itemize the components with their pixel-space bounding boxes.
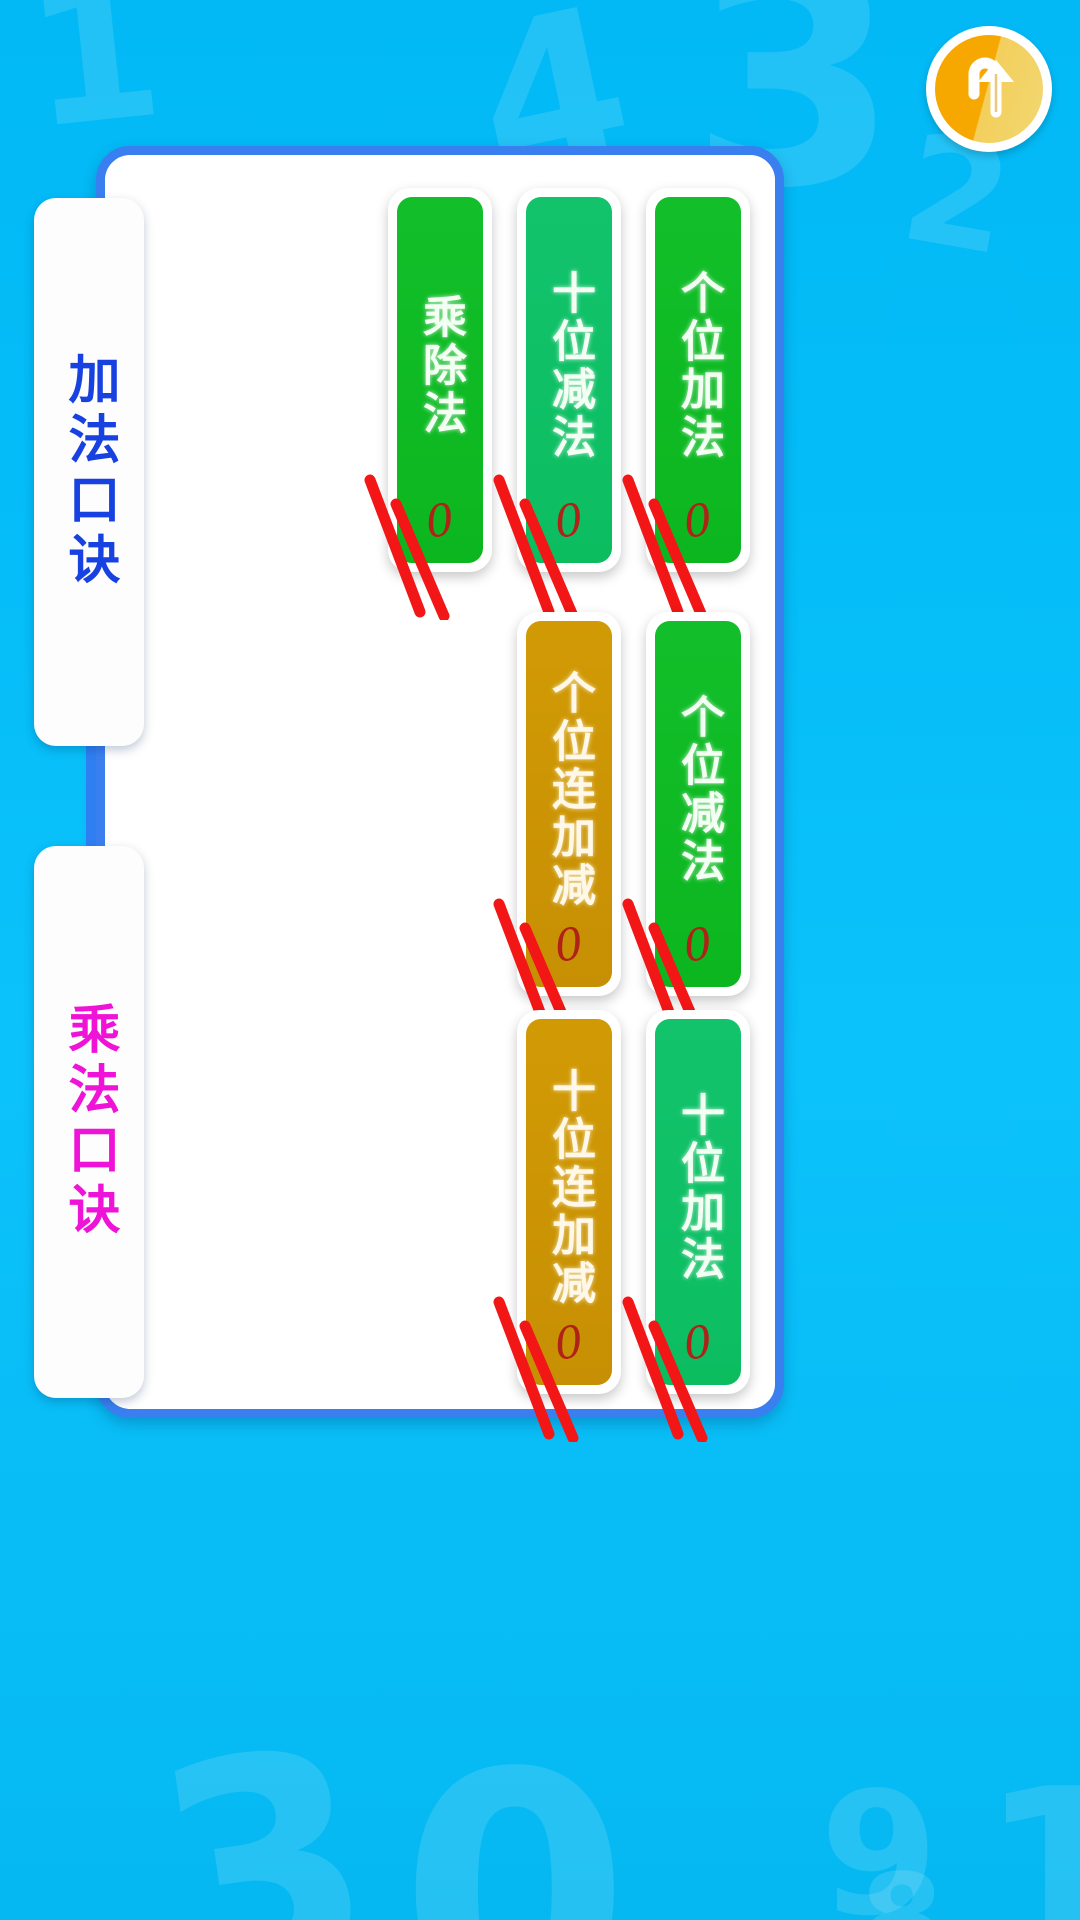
lesson-card-face: 十位减法 0 bbox=[526, 197, 612, 563]
sidebar-item-multiplication[interactable]: 乘法口诀 bbox=[34, 846, 144, 1398]
lesson-card-face: 个位加法 0 bbox=[655, 197, 741, 563]
category-tabs: 加法口诀 乘法口诀 bbox=[34, 198, 144, 1398]
lesson-card[interactable]: 个位连加减 0 bbox=[493, 612, 621, 1044]
lesson-card[interactable]: 个位加法 0 bbox=[622, 188, 750, 620]
lesson-card-score: 0 bbox=[551, 1316, 587, 1371]
background-digit: 1 bbox=[980, 1741, 1080, 1920]
lesson-card-score: 0 bbox=[680, 494, 716, 549]
lesson-card-face: 个位连加减 0 bbox=[526, 621, 612, 987]
lesson-card-label: 个位加法 bbox=[673, 270, 724, 462]
lesson-card-face: 十位连加减 0 bbox=[526, 1019, 612, 1385]
lesson-card-label: 个位连加减 bbox=[544, 670, 595, 910]
lesson-card-score: 0 bbox=[680, 918, 716, 973]
lesson-card-score: 0 bbox=[551, 494, 587, 549]
lesson-card-score: 0 bbox=[680, 1316, 716, 1371]
lesson-card[interactable]: 个位减法 0 bbox=[622, 612, 750, 1044]
lesson-card[interactable]: 十位连加减 0 bbox=[493, 1010, 621, 1442]
sidebar-item-label: 加法口诀 bbox=[59, 352, 119, 592]
lesson-card-label: 十位减法 bbox=[544, 270, 595, 462]
lesson-card[interactable]: 十位减法 0 bbox=[493, 188, 621, 620]
home-button[interactable] bbox=[926, 26, 1052, 152]
background-digit: 1 bbox=[16, 0, 172, 172]
lesson-card[interactable]: 十位加法 0 bbox=[622, 1010, 750, 1442]
lesson-card-score: 0 bbox=[551, 918, 587, 973]
lesson-card-label: 乘除法 bbox=[415, 294, 466, 438]
lesson-card-grid: 乘除法 0 十位减法 0 个位加法 0 bbox=[96, 146, 784, 1442]
sidebar-item-label: 乘法口诀 bbox=[59, 1002, 119, 1242]
background-digit: 3 bbox=[136, 1682, 392, 1920]
home-button-coin bbox=[935, 35, 1043, 143]
background-digit: 0 bbox=[400, 1703, 630, 1920]
lesson-card-face: 个位减法 0 bbox=[655, 621, 741, 987]
lesson-card-label: 十位加法 bbox=[673, 1092, 724, 1284]
lesson-card-score: 0 bbox=[422, 494, 458, 549]
lesson-card[interactable]: 乘除法 0 bbox=[364, 188, 492, 620]
sidebar-item-addition[interactable]: 加法口诀 bbox=[34, 198, 144, 746]
lesson-card-face: 十位加法 0 bbox=[655, 1019, 741, 1385]
background-digit: 8 bbox=[860, 1850, 944, 1920]
lesson-card-face: 乘除法 0 bbox=[397, 197, 483, 563]
background-digit: 9 bbox=[820, 1756, 939, 1920]
lesson-card-label: 个位减法 bbox=[673, 694, 724, 886]
return-arrow-icon bbox=[968, 57, 1014, 118]
lesson-card-label: 十位连加减 bbox=[544, 1068, 595, 1308]
